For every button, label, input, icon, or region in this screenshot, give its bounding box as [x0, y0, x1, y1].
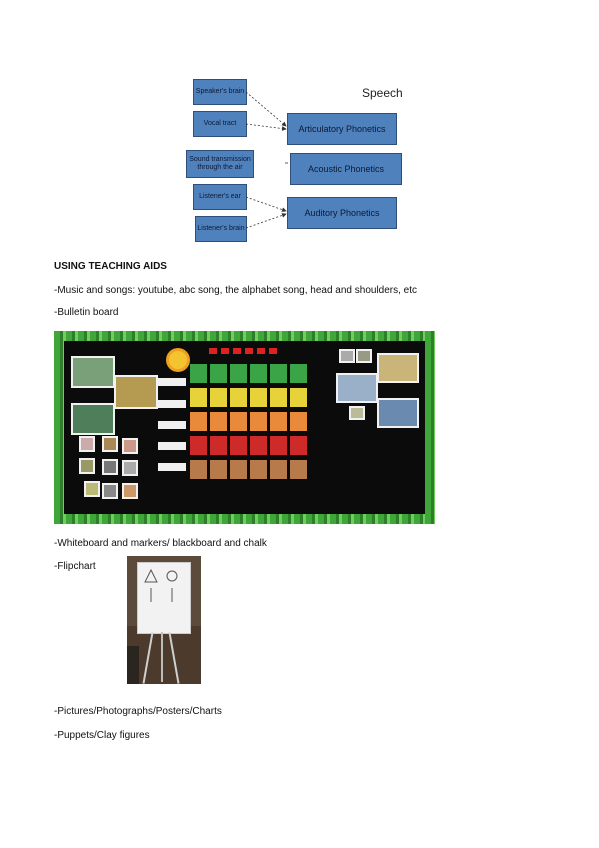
box-label: Articulatory Phonetics — [298, 124, 386, 134]
box-label: Vocal tract — [203, 120, 237, 127]
vocal-tract-box: Vocal tract — [193, 111, 247, 137]
board-photo — [102, 483, 118, 499]
board-title — [209, 348, 279, 354]
board-photo — [377, 398, 419, 428]
board-photo — [336, 373, 378, 403]
arrow — [245, 123, 287, 131]
whiteboard-line: -Whiteboard and markers/ blackboard and … — [54, 538, 267, 549]
box-label: Sound transmission through the air — [189, 156, 251, 171]
board-photo — [377, 353, 419, 383]
color-tile — [250, 388, 267, 407]
board-photo — [102, 436, 118, 452]
sun-icon — [169, 351, 187, 369]
color-tile — [190, 364, 207, 383]
color-tile — [270, 436, 287, 455]
color-tile — [290, 388, 307, 407]
music-line: -Music and songs: youtube, abc song, the… — [54, 285, 418, 296]
board-photo — [102, 459, 118, 475]
arrow — [245, 213, 287, 229]
box-label: Listener's brain — [197, 225, 245, 232]
board-photo — [114, 375, 158, 409]
box-label: Acoustic Phonetics — [307, 164, 385, 174]
board-photo — [71, 403, 115, 435]
puppets-line: -Puppets/Clay figures — [54, 730, 150, 741]
diagram-title: Speech — [362, 86, 403, 100]
bulletin-board-photo — [54, 331, 435, 524]
color-tile — [290, 436, 307, 455]
color-tile — [250, 460, 267, 479]
auditory-phonetics-box: Auditory Phonetics — [287, 197, 397, 229]
label-card — [158, 463, 186, 471]
box-label: Speaker's brain — [195, 88, 245, 95]
flipchart-photo — [127, 556, 201, 684]
color-tile — [230, 412, 247, 431]
board-photo — [79, 458, 95, 474]
color-tile — [210, 388, 227, 407]
color-tile — [190, 460, 207, 479]
color-tile — [270, 460, 287, 479]
board-photo — [84, 481, 100, 497]
speakers-brain-box: Speaker's brain — [193, 79, 247, 105]
articulatory-phonetics-box: Articulatory Phonetics — [287, 113, 397, 145]
board-photo — [122, 438, 138, 454]
color-tile — [210, 460, 227, 479]
color-tile — [250, 412, 267, 431]
color-tile — [270, 412, 287, 431]
board-photo — [71, 356, 115, 388]
diagram-arrows — [245, 91, 288, 229]
sound-transmission-box: Sound transmission through the air — [186, 150, 254, 178]
arrow — [245, 91, 287, 127]
listeners-brain-box: Listener's brain — [195, 216, 247, 242]
board-photo — [79, 436, 95, 452]
flipchart-line: -Flipchart — [54, 561, 96, 572]
color-tile — [250, 436, 267, 455]
color-tile — [270, 364, 287, 383]
flipchart-drawing — [144, 568, 178, 602]
color-tile — [210, 412, 227, 431]
box-label: Listener's ear — [199, 193, 241, 200]
color-tile — [290, 460, 307, 479]
board-photo — [339, 349, 355, 363]
arrow — [245, 196, 287, 212]
color-tile — [210, 364, 227, 383]
color-tile — [230, 460, 247, 479]
color-tile — [290, 412, 307, 431]
color-tile — [250, 364, 267, 383]
listeners-ear-box: Listener's ear — [193, 184, 247, 210]
pictures-line: -Pictures/Photographs/Posters/Charts — [54, 706, 222, 717]
color-tile — [210, 436, 227, 455]
color-tile — [230, 364, 247, 383]
label-card — [158, 378, 186, 386]
bulletin-line: -Bulletin board — [54, 307, 119, 318]
label-card — [158, 442, 186, 450]
board-photo — [356, 349, 372, 363]
board-photo — [349, 406, 365, 420]
box-label: Auditory Phonetics — [304, 208, 380, 218]
section-heading: USING TEACHING AIDS — [54, 261, 167, 272]
color-tile — [290, 364, 307, 383]
board-photo — [122, 483, 138, 499]
label-card — [158, 400, 186, 408]
color-tile — [190, 412, 207, 431]
color-tile — [190, 436, 207, 455]
label-card — [158, 421, 186, 429]
color-tile — [270, 388, 287, 407]
acoustic-phonetics-box: Acoustic Phonetics — [290, 153, 402, 185]
color-tile — [230, 388, 247, 407]
board-photo — [122, 460, 138, 476]
color-tile — [230, 436, 247, 455]
color-tile — [190, 388, 207, 407]
